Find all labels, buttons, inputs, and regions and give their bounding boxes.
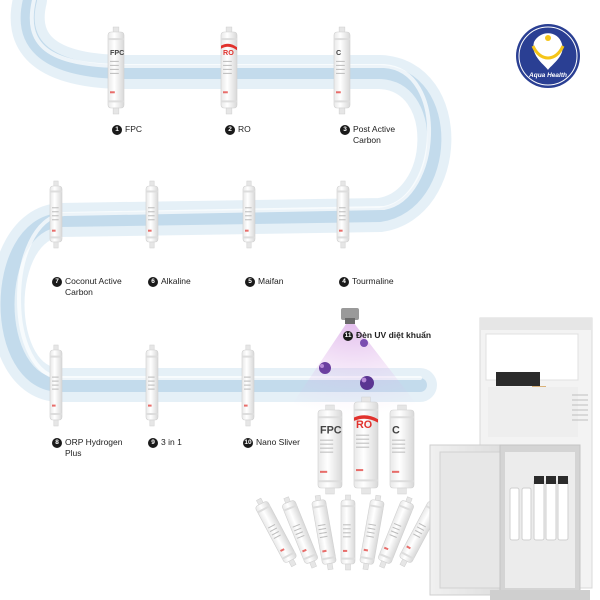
cartridge-8	[49, 344, 63, 427]
cartridge-2: RO	[220, 26, 238, 115]
step-badge: 2	[225, 124, 235, 135]
filter-name: Maifan	[258, 276, 284, 286]
cartridge-code: RO	[223, 48, 234, 57]
step-badge: 7	[52, 276, 62, 287]
filter-name: Alkaline	[161, 276, 191, 286]
filter-label-6: 6 Alkaline	[148, 276, 191, 287]
cartridge-code: C	[336, 48, 341, 57]
cartridge-10	[241, 344, 255, 427]
small-cartridge-6	[378, 496, 414, 569]
filter-name: FPC	[125, 124, 142, 134]
filter-name: Nano Sliver	[256, 437, 300, 447]
cartridge-9	[145, 344, 159, 427]
filter-label-9: 9 3 in 1	[148, 437, 182, 448]
cartridge-code: FPC	[320, 424, 342, 436]
filter-label-7: 7 Coconut Active Carbon	[52, 276, 127, 298]
uv-lamp-name: Đèn UV diệt khuẩn	[356, 330, 432, 340]
filter-label-10: 10 Nano Sliver	[243, 437, 300, 448]
large-cartridge-fpc: FPC	[317, 404, 343, 495]
large-cartridges-group: FPC RO C	[317, 396, 415, 495]
filter-label-5: 5 Maifan	[245, 276, 284, 287]
filter-name: Post Active Carbon	[353, 124, 396, 145]
filter-cartridges: FPC RO C	[49, 26, 351, 427]
step-badge: 11	[343, 330, 353, 341]
step-badge: 4	[339, 276, 349, 287]
step-badge: 3	[340, 124, 350, 135]
cartridge-code: C	[392, 424, 400, 436]
large-cartridge-c: C	[389, 404, 415, 495]
filter-label-1: 1 FPC	[112, 124, 142, 135]
filter-label-3: 3 Post Active Carbon	[340, 124, 409, 146]
cartridge-7	[49, 180, 63, 249]
filter-label-4: 4 Tourmaline	[339, 276, 394, 287]
cartridge-code: FPC	[110, 48, 124, 57]
cartridge-code: RO	[356, 419, 372, 431]
step-badge: 1	[112, 124, 122, 135]
filter-name: 3 in 1	[161, 437, 182, 447]
cartridge-1: FPC	[107, 26, 124, 115]
cartridge-6	[145, 180, 159, 249]
cartridge-5	[242, 180, 256, 249]
filter-label-2: 2 RO	[225, 124, 251, 135]
brand-name: Aqua Health	[529, 72, 567, 79]
aqua-health-logo	[516, 24, 580, 88]
small-cartridges-group	[255, 494, 441, 571]
large-cartridge-ro: RO	[353, 396, 379, 495]
small-cartridge-2	[282, 496, 318, 569]
step-badge: 10	[243, 437, 253, 448]
step-badge: 6	[148, 276, 158, 287]
step-badge: 9	[148, 437, 158, 448]
filter-name: Tourmaline	[352, 276, 394, 286]
small-cartridge-1	[255, 497, 297, 568]
step-badge: 5	[245, 276, 255, 287]
cartridge-4	[336, 180, 350, 249]
uv-lamp-illustration	[285, 308, 425, 415]
uv-lamp-label: 11 Đèn UV diệt khuẩn	[343, 330, 431, 341]
filter-name: RO	[238, 124, 251, 134]
small-cartridge-5	[359, 494, 385, 571]
filter-name: Coconut Active Carbon	[65, 276, 122, 297]
small-cartridge-4	[340, 494, 356, 571]
small-cartridge-3	[311, 494, 337, 571]
filter-name: ORP Hydrogen Plus	[65, 437, 123, 458]
water-stream	[0, 0, 452, 402]
cartridge-3: C	[333, 26, 351, 115]
water-dispenser-machine	[429, 317, 593, 600]
step-badge: 8	[52, 437, 62, 448]
filter-label-8: 8 ORP Hydrogen Plus	[52, 437, 127, 459]
